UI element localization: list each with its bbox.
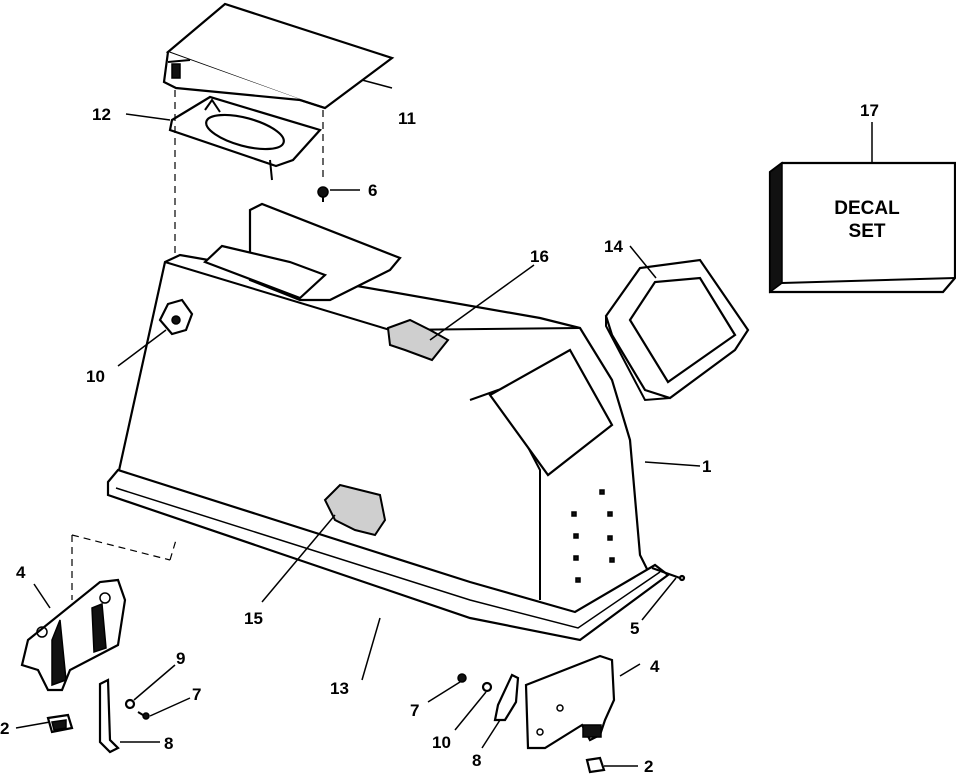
lid-frame bbox=[168, 95, 322, 181]
screw-7-left bbox=[137, 711, 150, 720]
bracket-left bbox=[20, 534, 177, 692]
callout-17: 17 bbox=[860, 101, 879, 120]
callout-4-left: 4 bbox=[16, 563, 26, 582]
callout-2-right: 2 bbox=[644, 757, 653, 774]
clip-left bbox=[98, 678, 120, 754]
callout-10-left: 10 bbox=[86, 367, 105, 386]
callout-10-right: 10 bbox=[432, 733, 451, 752]
washer-9-left bbox=[124, 698, 136, 710]
callout-8-right: 8 bbox=[472, 751, 481, 770]
callout-5: 5 bbox=[630, 619, 639, 638]
leader-lines bbox=[15, 79, 873, 767]
callout-11: 11 bbox=[398, 109, 416, 128]
screw-6 bbox=[317, 186, 329, 202]
callout-13: 13 bbox=[330, 679, 349, 698]
decal-text-line2: SET bbox=[849, 221, 886, 242]
rubber-foot-left bbox=[46, 713, 74, 734]
decal-patch-15 bbox=[323, 483, 387, 537]
callout-6: 6 bbox=[368, 181, 377, 200]
callout-1: 1 bbox=[702, 457, 711, 476]
washer-10-right bbox=[481, 681, 493, 693]
callout-16: 16 bbox=[530, 247, 549, 266]
bracket-right bbox=[524, 654, 616, 750]
callout-7-right: 7 bbox=[410, 701, 419, 720]
decal-text-line1: DECAL bbox=[834, 198, 900, 219]
pin-5 bbox=[651, 567, 686, 582]
callout-12: 12 bbox=[92, 105, 111, 124]
motor-cover bbox=[106, 202, 670, 642]
decal-set-box: DECAL SET bbox=[768, 161, 956, 294]
top-cover-lid bbox=[162, 2, 395, 110]
callout-14: 14 bbox=[604, 237, 623, 256]
callout-15: 15 bbox=[244, 609, 263, 628]
callout-7-left: 7 bbox=[192, 685, 201, 704]
callout-8-left: 8 bbox=[164, 734, 173, 753]
decal-patch-16 bbox=[386, 318, 450, 362]
screw-7-right bbox=[457, 673, 467, 683]
window-scoop bbox=[604, 258, 750, 402]
rubber-foot-right bbox=[585, 756, 606, 774]
callout-2-left: 2 bbox=[0, 719, 9, 738]
callout-4-right: 4 bbox=[650, 657, 660, 676]
cover-knob bbox=[158, 298, 194, 336]
clip-right bbox=[493, 673, 520, 722]
callout-9: 9 bbox=[176, 649, 185, 668]
